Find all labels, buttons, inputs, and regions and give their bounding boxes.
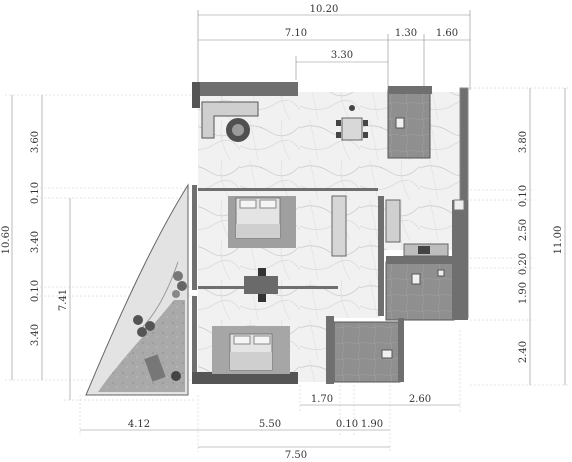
dim-right-2-40: 2.40 bbox=[518, 341, 529, 363]
dim-right-0-10: 0.10 bbox=[518, 185, 529, 207]
dim-bottom-5-50: 5.50 bbox=[259, 419, 281, 430]
dimension-labels: 10.20 7.10 3.30 1.30 1.60 4.12 5.50 0.10… bbox=[1, 4, 564, 461]
dim-bottom-7-50: 7.50 bbox=[285, 450, 307, 461]
dim-bottom-1-70: 1.70 bbox=[311, 394, 333, 405]
dim-top-1-30: 1.30 bbox=[395, 28, 417, 39]
dim-top-3-30: 3.30 bbox=[331, 50, 353, 61]
dim-bottom-0-10: 0.10 bbox=[336, 419, 358, 430]
dim-left-10-60: 10.60 bbox=[1, 226, 12, 255]
floor-areas bbox=[85, 89, 460, 396]
dim-right-1-90: 1.90 bbox=[518, 282, 529, 304]
dim-right-0-20: 0.20 bbox=[518, 253, 529, 275]
sofa-icon bbox=[201, 101, 259, 139]
dim-bottom-4-12: 4.12 bbox=[128, 419, 150, 430]
dimension-lines bbox=[5, 10, 570, 452]
dim-left-3-40a: 3.40 bbox=[30, 231, 41, 253]
dining-table-icon bbox=[336, 105, 368, 141]
furniture bbox=[133, 101, 465, 382]
dim-left-3-60: 3.60 bbox=[30, 131, 41, 153]
dim-right-3-80: 3.80 bbox=[518, 131, 529, 153]
bed-icon bbox=[212, 326, 290, 374]
toilet-icon bbox=[381, 117, 445, 359]
dim-left-3-40b: 3.40 bbox=[30, 324, 41, 346]
dim-bottom-1-90: 1.90 bbox=[361, 419, 383, 430]
dim-bottom-2-60: 2.60 bbox=[409, 394, 431, 405]
dim-right-11-00: 11.00 bbox=[553, 226, 564, 255]
plant-icon bbox=[172, 271, 187, 298]
kitchen-counter-icon bbox=[385, 199, 465, 257]
dim-left-0-10b: 0.10 bbox=[30, 280, 41, 302]
dim-left-7-41: 7.41 bbox=[58, 289, 69, 311]
desk-icon bbox=[244, 268, 278, 302]
bed-icon bbox=[228, 196, 296, 248]
dim-top-7-10: 7.10 bbox=[285, 28, 307, 39]
dim-top-1-60: 1.60 bbox=[436, 28, 458, 39]
dim-right-2-50: 2.50 bbox=[518, 219, 529, 241]
outdoor-seating-icon bbox=[133, 315, 181, 382]
dim-left-0-10a: 0.10 bbox=[30, 182, 41, 204]
dim-top-total: 10.20 bbox=[310, 4, 339, 15]
